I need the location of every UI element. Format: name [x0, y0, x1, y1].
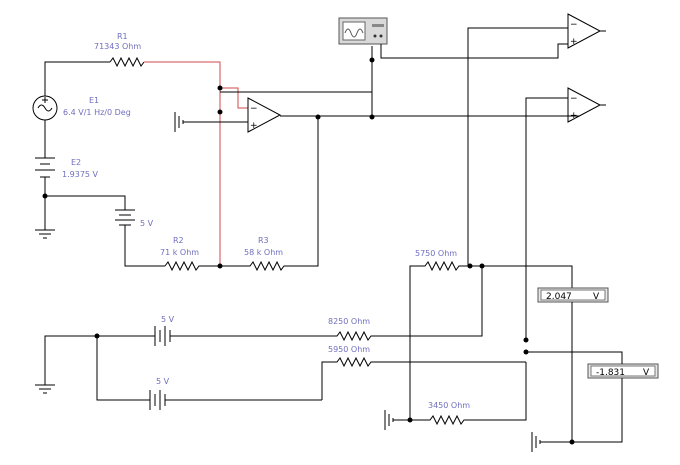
r5950-value-label: 5950 Ohm	[328, 345, 370, 354]
resistor-5950	[321, 356, 526, 400]
ground-left	[35, 229, 55, 239]
junction-dot	[523, 337, 529, 343]
meter-1-value: 2.047	[546, 292, 572, 302]
wire-scope-out	[380, 43, 568, 59]
resistor-r2	[164, 260, 220, 272]
r5750-value-label: 5750 Ohm	[415, 249, 457, 258]
resistor-r1	[109, 56, 221, 88]
wire-meter2-out	[540, 378, 623, 443]
battery-5v-lower	[149, 390, 322, 410]
junction-dot	[569, 439, 575, 445]
ground-bottom-mid	[384, 410, 410, 430]
r1-value-label: 71343 Ohm	[94, 42, 141, 51]
r2-value-label: 71 k Ohm	[160, 248, 199, 257]
wire-meter2-in	[526, 351, 623, 364]
junction-dot	[217, 263, 223, 269]
e1-value-label: 6.4 V/1 Hz/0 Deg	[63, 108, 131, 117]
left-source-wires	[44, 61, 165, 267]
meter-2-value: -1.831	[596, 368, 625, 378]
red-wire-inverting-input	[220, 87, 248, 109]
r8250-value-label: 8250 Ohm	[328, 317, 370, 326]
e2-name-label: E2	[71, 158, 81, 167]
opamp-main: − +	[247, 97, 580, 133]
wire-bottom-left-2	[96, 336, 150, 401]
junction-dot	[369, 57, 375, 63]
ground-opamp	[174, 112, 248, 132]
bat3-value-label: 5 V	[156, 377, 170, 386]
junction-dot	[315, 114, 321, 120]
svg-text:−: −	[570, 94, 578, 104]
junction-dot	[42, 193, 48, 199]
battery-5v-upper	[115, 209, 135, 230]
svg-text:+: +	[570, 37, 578, 47]
resistor-5750	[409, 260, 573, 420]
svg-text:−: −	[570, 20, 578, 30]
r1-name-label: R1	[117, 32, 128, 41]
wire-feed-lower	[525, 97, 568, 340]
battery-e2	[35, 157, 55, 178]
wire-bottom-left	[44, 335, 155, 385]
e2-value-label: 1.9375 V	[62, 170, 99, 179]
opamp-top-right: − +	[567, 13, 606, 49]
svg-text:−: −	[250, 104, 258, 114]
resistor-3450	[410, 362, 527, 426]
meter-1-unit: V	[593, 292, 600, 302]
meter-2-unit: V	[643, 368, 650, 378]
voltmeter-1	[537, 287, 609, 303]
svg-text:+: +	[570, 111, 578, 121]
junction-dot	[467, 263, 473, 269]
resistor-r3	[220, 118, 319, 272]
junction-dot	[217, 85, 223, 91]
r2-name-label: R2	[173, 236, 184, 245]
junction-dot	[217, 109, 223, 115]
battery-5v-mid	[154, 326, 175, 346]
ground-bottom-left	[35, 384, 55, 394]
junction-dot	[523, 349, 529, 355]
opamp-mid-right: − +	[567, 87, 606, 123]
ac-source-e1	[32, 95, 58, 121]
voltmeter-2	[587, 363, 659, 379]
r3-value-label: 58 k Ohm	[244, 248, 283, 257]
r3450-value-label: 3450 Ohm	[428, 401, 470, 410]
oscilloscope-icon	[338, 17, 388, 45]
bat2-value-label: 5 V	[161, 315, 175, 324]
svg-text:+: +	[250, 121, 258, 131]
wire-feed-upper	[467, 27, 568, 266]
ground-bottom-right	[531, 432, 541, 452]
resistor-8250	[175, 266, 483, 342]
e1-name-label: E1	[89, 96, 99, 105]
bat1-value-label: 5 V	[140, 219, 154, 228]
r3-name-label: R3	[258, 236, 269, 245]
